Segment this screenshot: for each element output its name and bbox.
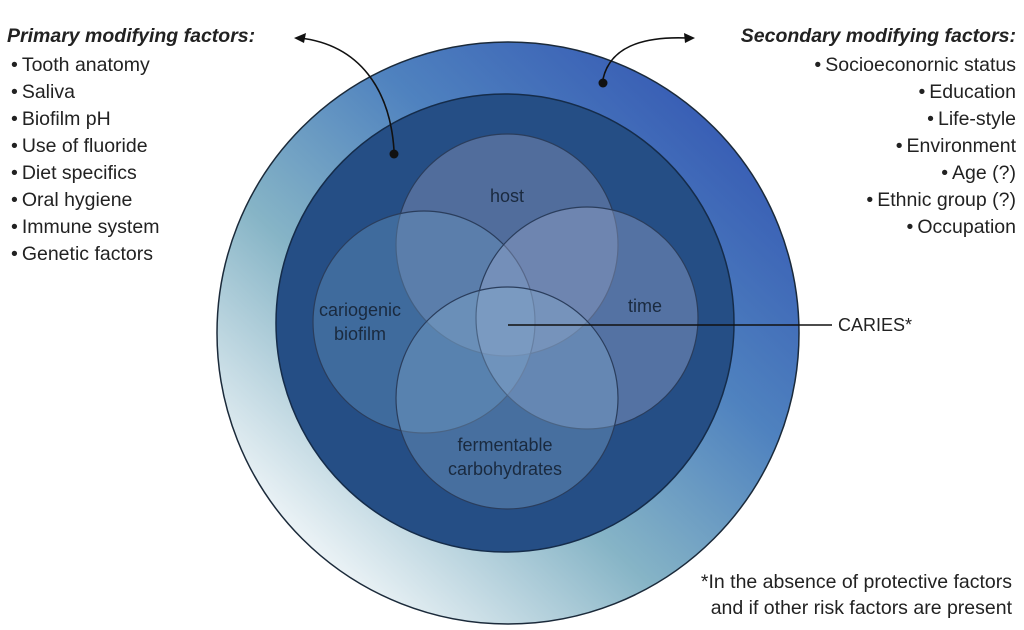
secondary-factor-item: •Environment — [810, 133, 1016, 160]
secondary-factor-item: •Occupation — [810, 214, 1016, 241]
venn-circle-host — [395, 133, 619, 357]
secondary-arrow-head — [684, 33, 695, 43]
venn-label-biofilm: cariogenic biofilm — [300, 298, 420, 346]
primary-factor-item: •Tooth anatomy — [7, 52, 159, 79]
bullet-icon: • — [11, 135, 18, 157]
primary-factor-item-label: Diet specifics — [21, 162, 137, 184]
venn-label-carbs-line2: carbohydrates — [447, 459, 563, 479]
secondary-factor-item: •Life-style — [810, 106, 1016, 133]
bullet-icon: • — [927, 108, 934, 130]
primary-factor-item: •Biofilm pH — [7, 106, 159, 133]
footnote-line2: and if other risk factors are present — [710, 597, 1012, 619]
primary-factor-item: •Diet specifics — [7, 160, 159, 187]
secondary-factor-item: •Education — [810, 79, 1016, 106]
venn-label-host: host — [489, 186, 525, 206]
venn-label-biofilm-line1: cariogenic — [318, 300, 402, 320]
primary-factors-heading: Primary modifying factors: — [7, 25, 256, 47]
venn-circles — [312, 133, 699, 510]
footnote: *In the absence of protective factors an… — [701, 569, 1012, 621]
bullet-icon: • — [906, 216, 914, 238]
primary-factors-ring — [275, 93, 735, 553]
bullet-icon: • — [941, 162, 949, 184]
venn-label-carbs: fermentable carbohydrates — [420, 433, 590, 481]
secondary-factor-item-label: Life-style — [937, 108, 1016, 130]
secondary-factor-item-label: Education — [929, 81, 1016, 103]
primary-factor-item: •Use of fluoride — [7, 133, 159, 160]
secondary-factor-item-label: Ethnic group (?) — [877, 189, 1016, 211]
bullet-icon: • — [11, 162, 18, 184]
primary-factor-item-label: Oral hygiene — [21, 189, 133, 211]
venn-circle-biofilm — [312, 210, 536, 434]
bullet-icon: • — [918, 81, 926, 103]
venn-circle-carbs — [395, 286, 619, 510]
secondary-arrow — [602, 37, 689, 80]
primary-ring-dot — [389, 149, 399, 159]
bullet-icon: • — [814, 54, 822, 76]
secondary-factor-item: •Socioeconornic status — [810, 52, 1016, 79]
bullet-icon: • — [11, 216, 18, 238]
bullet-icon: • — [11, 108, 18, 130]
primary-factor-item-label: Biofilm pH — [21, 108, 111, 130]
primary-factor-item-label: Use of fluoride — [21, 135, 148, 157]
primary-arrow-head — [294, 33, 306, 43]
bullet-icon: • — [895, 135, 903, 157]
venn-label-carbs-line1: fermentable — [457, 435, 553, 455]
primary-factor-item-label: Tooth anatomy — [21, 54, 150, 76]
secondary-factors-list: •Socioeconornic status•Education•Life-st… — [810, 52, 1016, 241]
venn-label-biofilm-line2: biofilm — [333, 324, 386, 344]
footnote-line1: *In the absence of protective factors — [700, 571, 1012, 593]
secondary-factor-item: •Ethnic group (?) — [810, 187, 1016, 214]
secondary-factor-item-label: Environment — [906, 135, 1016, 157]
bullet-icon: • — [11, 243, 18, 265]
venn-circle-time — [475, 206, 699, 430]
bullet-icon: • — [11, 81, 18, 103]
venn-label-time: time — [627, 296, 662, 316]
secondary-ring-dot — [598, 78, 608, 88]
secondary-factors-heading: Secondary modifying factors: — [740, 25, 1016, 47]
caries-label: CARIES* — [838, 315, 913, 335]
primary-factor-item: •Genetic factors — [7, 241, 159, 268]
primary-factor-item-label: Saliva — [21, 81, 75, 103]
secondary-factor-item-label: Occupation — [917, 216, 1016, 238]
secondary-factor-item-label: Socioeconornic status — [825, 54, 1016, 76]
primary-factors-list: •Tooth anatomy•Saliva•Biofilm pH•Use of … — [7, 52, 159, 268]
bullet-icon: • — [866, 189, 874, 211]
secondary-factor-item: •Age (?) — [810, 160, 1016, 187]
primary-factor-item-label: Immune system — [21, 216, 160, 238]
primary-factor-item: •Saliva — [7, 79, 159, 106]
primary-factor-item: •Oral hygiene — [7, 187, 159, 214]
bullet-icon: • — [11, 189, 18, 211]
bullet-icon: • — [11, 54, 18, 76]
primary-arrow — [299, 37, 395, 151]
primary-factor-item-label: Genetic factors — [21, 243, 153, 265]
secondary-factor-item-label: Age (?) — [952, 162, 1016, 184]
primary-factor-item: •Immune system — [7, 214, 159, 241]
